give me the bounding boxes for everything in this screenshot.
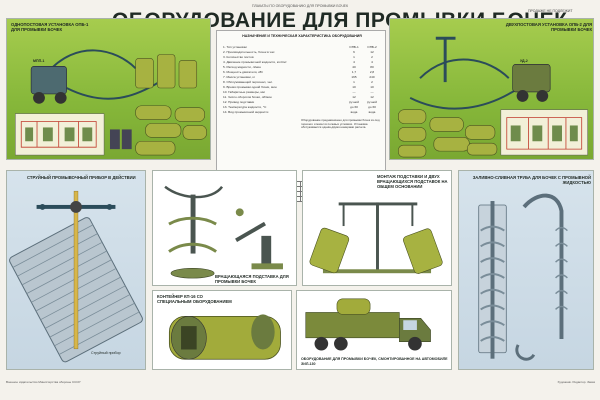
caption-fill-tube: ЗАЛИВНО-СЛИВНАЯ ТРУБА ДЛЯ БОЧЕК С ПРОМЫВ… — [472, 175, 591, 185]
panel-fill-tube: ЗАЛИВНО-СЛИВНАЯ ТРУБА ДЛЯ БОЧЕК С ПРОМЫВ… — [458, 170, 594, 370]
double-unit-illustration — [398, 36, 588, 158]
panel-double-unit: ДВУХПОСТОВАЯ УСТАНОВКА ОПБ-2 ДЛЯ ПРОМЫВК… — [389, 18, 594, 160]
spec-row: 4. Давление промывочной жидкости, кгс/см… — [223, 60, 373, 64]
container-illustration — [168, 314, 281, 360]
panel-mounting: МОНТАЖ ПОДСТАВКИ И ДВУХ ВРАЩАЮЩИХСЯ ПОДС… — [302, 170, 452, 286]
caption-truck: ОБОРУДОВАНИЕ ДЛЯ ПРОМЫВКИ БОЧЕК, СМОНТИР… — [301, 357, 448, 366]
caption-rotating-stand: ВРАЩАЮЩАЯСЯ ПОДСТАВКА ДЛЯ ПРОМЫВКИ БОЧЕК — [215, 274, 289, 284]
label-engine: УД-2 — [520, 59, 528, 63]
spec-heading: НАЗНАЧЕНИЕ И ТЕХНИЧЕСКАЯ ХАРАКТЕРИСТИКА … — [242, 34, 362, 38]
label-pump: МПП-1 — [33, 59, 45, 63]
panel-container: КОНТЕЙНЕР КП-16 СО СПЕЦИАЛЬНЫМ ОБОРУДОВА… — [152, 290, 292, 370]
caption-single-unit: ОДНОПОСТОВАЯ УСТАНОВКА ОПБ-1 ДЛЯ ПРОМЫВК… — [11, 22, 89, 32]
panel-single-unit: ОДНОПОСТОВАЯ УСТАНОВКА ОПБ-1 ДЛЯ ПРОМЫВК… — [6, 18, 211, 160]
footer-print-info: Художник. Редактор. Заказ — [557, 380, 596, 384]
pump-wheel — [33, 91, 45, 104]
fill-tube-illustration — [478, 193, 568, 361]
publisher-line: ПЛАКАТЫ ПО ОБОРУДОВАНИЮ ДЛЯ ПРОМЫВКИ БОЧ… — [251, 4, 349, 8]
caption-double-unit: ДВУХПОСТОВАЯ УСТАНОВКА ОПБ-2 ДЛЯ ПРОМЫВК… — [505, 22, 592, 32]
caption-container: КОНТЕЙНЕР КП-16 СО СПЕЦИАЛЬНЫМ ОБОРУДОВА… — [157, 294, 232, 304]
rotating-stand-illustration — [164, 185, 283, 279]
jet-device-illustration — [9, 190, 143, 363]
caption-mounting: МОНТАЖ ПОДСТАВКИ И ДВУХ ВРАЩАЮЩИХСЯ ПОДС… — [377, 174, 448, 189]
spec-row: 10. Габаритные размеры, мм—— — [223, 90, 374, 94]
caption-jet-device: СТРУЙНЫЙ ПРОМЫВОЧНЫЙ ПРИБОР В ДЕЙСТВИИ — [27, 175, 136, 180]
panel-jet-device: СТРУЙНЫЙ ПРОМЫВОЧНЫЙ ПРИБОР В ДЕЙСТВИИ — [6, 170, 146, 370]
panel-truck: ОБОРУДОВАНИЕ ДЛЯ ПРОМЫВКИ БОЧЕК, СМОНТИР… — [296, 290, 452, 370]
single-unit-illustration — [15, 49, 207, 156]
truck-illustration — [305, 298, 431, 351]
spec-notes: Оборудование предназначено для промывки … — [301, 118, 380, 130]
mounting-illustration — [309, 202, 443, 274]
footer-publisher: Военное издательство Министерства оборон… — [6, 380, 81, 384]
sale-note: ПРОДАЖЕ НЕ ПОДЛЕЖИТ — [528, 9, 573, 13]
panel-rotating-stand: ВРАЩАЮЩАЯСЯ ПОДСТАВКА ДЛЯ ПРОМЫВКИ БОЧЕК — [152, 170, 297, 286]
label-jet-pipe: Струйный прибор — [91, 351, 121, 355]
